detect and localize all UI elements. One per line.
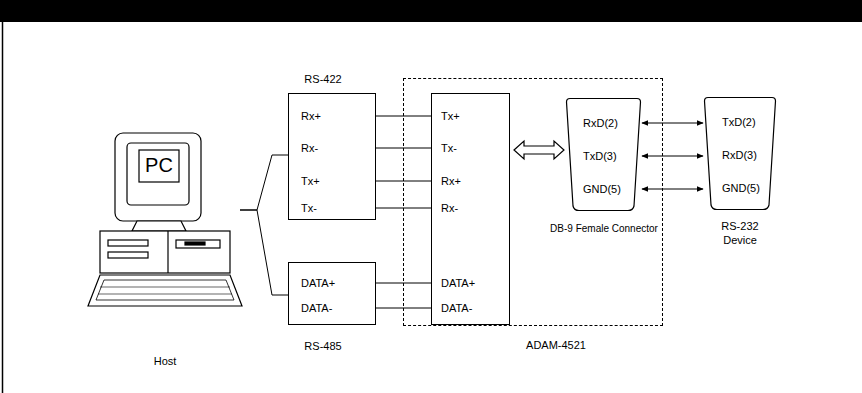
node-text: DATA- [441,301,472,315]
node-text: Tx+ [441,109,460,123]
node-text: GND(5) [583,182,621,196]
node-text: Rx+ [441,174,461,188]
signal-wire [240,210,288,295]
node-text: TxD(2) [722,115,756,129]
signal-wire [642,156,703,157]
signal-wire [240,155,288,210]
converter-module: ADAM-4521Tx+Tx-Rx+Rx-DATA+DATA-RxD(2)TxD… [403,78,663,326]
db9-connector: RxD(2)TxD(3)GND(5)DB-9 Female Connector [566,98,641,211]
node-text: Tx- [301,201,317,215]
node-text: DATA- [301,301,332,315]
node-text: ADAM-4521 [526,338,586,352]
node-text: RS-422 [304,72,341,86]
node-text: Rx- [441,201,458,215]
signal-wire [642,123,703,124]
node-text: DATA+ [301,276,335,290]
node-text: RS-485 [304,339,341,353]
rs232-device: TxD(2)RxD(3)GND(5)RS-232 Device [704,97,776,210]
node-text: Rx+ [301,109,321,123]
pc-illustration [88,133,242,306]
rs485-port: DATA+DATA-RS-485 [288,262,376,325]
node-text: PC [145,153,173,178]
signal-wire [642,189,703,190]
rs422-port: RS-422Rx+Rx-Tx+Tx- [288,93,376,220]
title-bar [0,0,862,22]
node-text: RxD(3) [722,148,757,162]
node-text: RS-232 Device [709,219,771,247]
node-text: Tx- [441,141,457,155]
node-text: Tx+ [301,174,320,188]
node-text: DB-9 Female Connector [550,222,658,235]
host-computer: PC Host [88,133,240,370]
node-text: DATA+ [441,276,475,290]
node-text: RxD(2) [583,116,618,130]
node-text: TxD(3) [583,149,617,163]
converter-port-block: Tx+ Tx- Rx+ Rx- DATA+ DATA- [431,93,510,325]
node-text: Rx- [301,141,318,155]
node-text: GND(5) [722,181,760,195]
bus-arrow [514,141,564,159]
frame-line [2,22,4,393]
node-text: Host [154,354,177,368]
